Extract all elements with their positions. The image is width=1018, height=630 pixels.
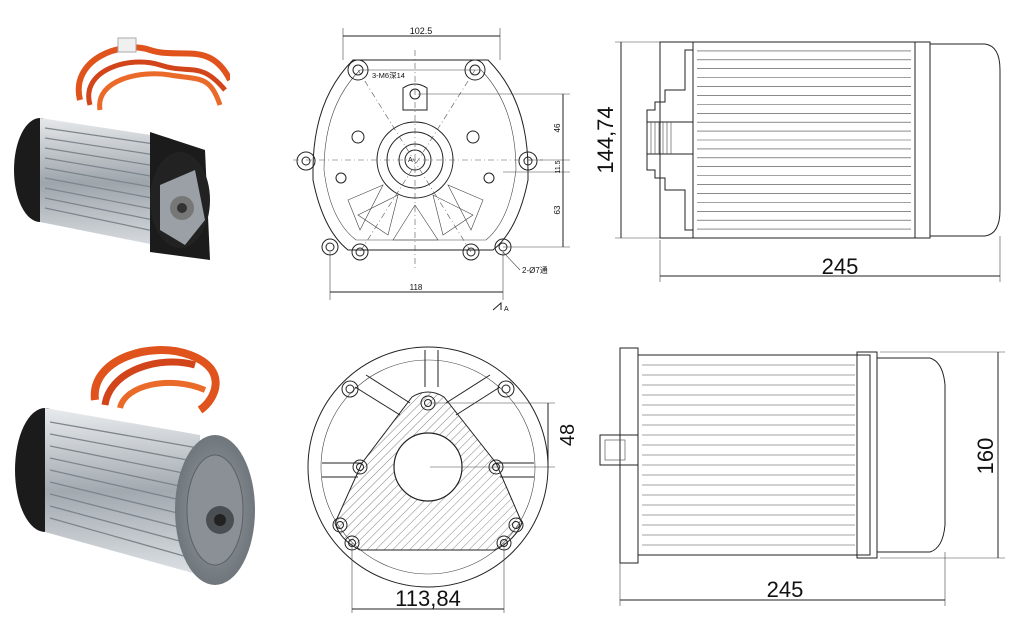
dim-right: 48 bbox=[557, 424, 579, 446]
drawing-bottom-side: 160 245 bbox=[595, 340, 1015, 620]
dim-length-bottom: 245 bbox=[767, 577, 804, 602]
dim-right-upper: 46 bbox=[553, 123, 562, 132]
drawing-top-side: 144,74 245 bbox=[585, 30, 1010, 290]
motor-photo-bottom bbox=[0, 330, 262, 600]
dim-bottom: 118 bbox=[410, 283, 423, 292]
drawing-top-front: 102.5 3-M6深14 A bbox=[288, 20, 578, 315]
view-mark: A bbox=[504, 306, 509, 313]
motor-photo-top bbox=[0, 20, 230, 280]
dim-right-lower: 63 bbox=[553, 205, 562, 214]
dim-width-top: 102.5 bbox=[410, 26, 433, 36]
center-mark: A bbox=[408, 157, 413, 164]
dim-bolt: 3-M6深14 bbox=[372, 71, 405, 80]
dim-hole: 2-Ø7通 bbox=[522, 265, 548, 275]
dim-height-bottom: 160 bbox=[973, 438, 998, 475]
drawing-bottom-front: 48 113,84 bbox=[300, 345, 590, 625]
dim-bottom-front: 113,84 bbox=[395, 586, 461, 611]
dim-length: 245 bbox=[822, 254, 859, 279]
dim-right-mid: 11.5 bbox=[555, 160, 562, 173]
dim-height: 144,74 bbox=[593, 106, 618, 173]
